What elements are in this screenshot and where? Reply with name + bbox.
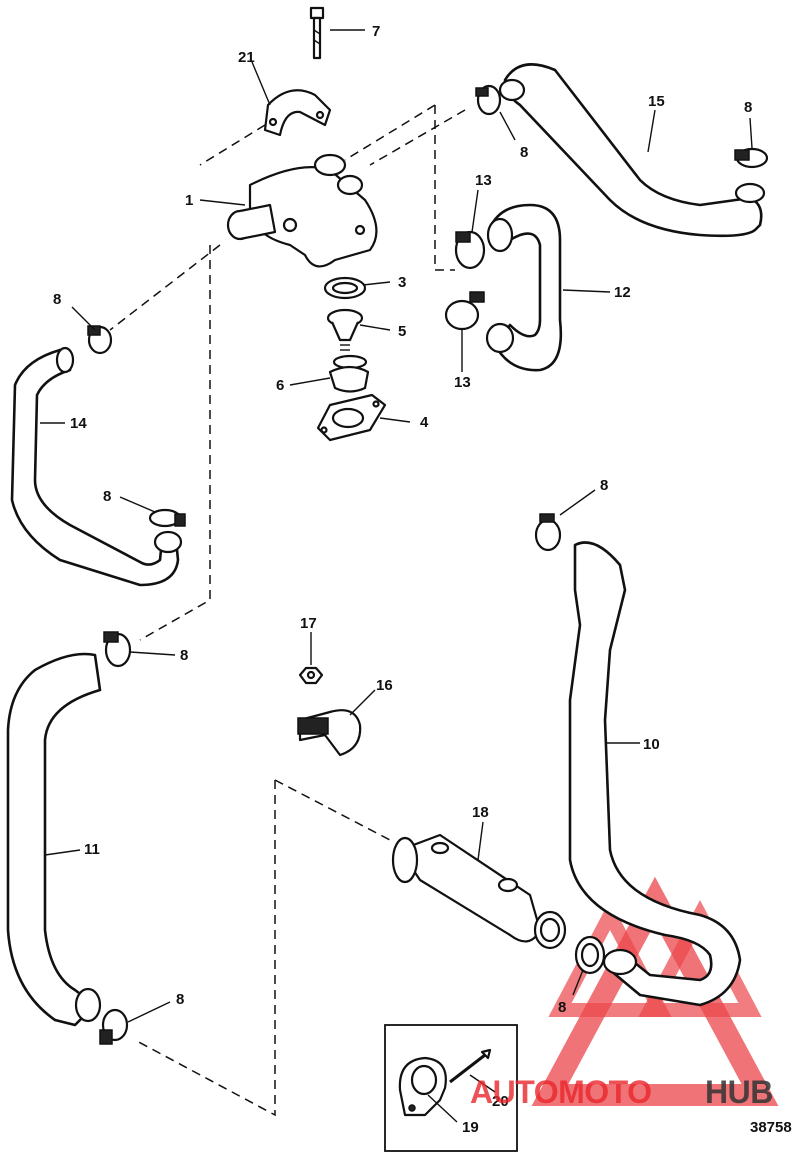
callout-19: 19 — [462, 1119, 479, 1136]
clamp-part-19 — [398, 1056, 447, 1117]
callout-8-right-mid: 8 — [600, 477, 608, 494]
hose-clamp-8-bottom-left — [99, 1008, 129, 1045]
hose-clamp-8-left-mid — [148, 508, 186, 528]
callout-6: 6 — [276, 377, 284, 394]
callout-3: 3 — [398, 274, 406, 291]
callout-8-left-upper: 8 — [53, 291, 61, 308]
callout-4: 4 — [420, 414, 429, 431]
callout-18: 18 — [472, 804, 489, 821]
callout-20: 20 — [492, 1093, 509, 1110]
watermark-text-part1: AUTOMOTO — [470, 1074, 651, 1110]
hose-part-12 — [485, 203, 563, 372]
sleeve-part-6 — [328, 354, 370, 393]
hose-clamp-13-lower — [444, 291, 485, 331]
callout-labels: 7 21 1 3 5 6 4 8 8 15 13 12 13 8 14 8 8 … — [53, 23, 752, 1136]
callout-16: 16 — [376, 677, 393, 694]
watermark-text: AUTOMOTO HUB — [470, 1074, 773, 1110]
bracket-part-21 — [263, 89, 332, 137]
hose-part-14 — [10, 346, 183, 587]
callout-17: 17 — [300, 615, 317, 632]
hose-part-10 — [568, 541, 742, 1007]
callout-12: 12 — [614, 284, 631, 301]
hose-clamp-8-center-left — [103, 631, 132, 668]
callout-15: 15 — [648, 93, 665, 110]
hose-clamp-8-bottom-right — [574, 935, 606, 975]
inset-box — [384, 1024, 518, 1152]
callout-14: 14 — [70, 415, 87, 432]
callout-8-bottom-right: 8 — [558, 999, 566, 1016]
callout-8-center-left: 8 — [180, 647, 188, 664]
thermostat-housing-part-1 — [226, 153, 378, 268]
callout-7: 7 — [372, 23, 380, 40]
callout-5: 5 — [398, 323, 406, 340]
callout-8-right: 8 — [744, 99, 752, 116]
callout-11: 11 — [84, 841, 100, 858]
thermostat-part-5 — [326, 308, 364, 351]
nut-part-17 — [298, 666, 324, 685]
hose-part-15 — [498, 63, 766, 238]
screw-part-20 — [449, 1048, 492, 1084]
callout-13-lower: 13 — [454, 374, 471, 391]
callout-1: 1 — [185, 192, 193, 209]
hose-part-11 — [6, 652, 102, 1027]
dashed-connections — [109, 104, 466, 1117]
hose-clamp-8-left-upper — [87, 325, 113, 355]
gasket-part-4 — [316, 393, 387, 442]
bolt-part-7 — [309, 6, 325, 60]
hose-clamp-13-upper — [454, 230, 486, 270]
o-ring-part-3 — [323, 276, 367, 300]
callout-13-upper: 13 — [475, 172, 492, 189]
callout-21: 21 — [238, 49, 255, 66]
watermark-text-part2: HUB — [705, 1074, 773, 1110]
callout-10: 10 — [643, 736, 660, 753]
clamp-part-16 — [297, 709, 362, 757]
callout-8-upper: 8 — [520, 144, 528, 161]
cooler-part-18 — [391, 833, 567, 950]
figure-id: 38758 — [750, 1119, 792, 1136]
hose-clamp-8-upper — [475, 84, 502, 116]
callout-8-bottom-left: 8 — [176, 991, 184, 1008]
callout-8-left-mid: 8 — [103, 488, 111, 505]
hose-clamp-8-right-mid — [534, 513, 562, 552]
leader-lines — [40, 29, 753, 1123]
hose-clamp-8-right — [734, 147, 769, 169]
